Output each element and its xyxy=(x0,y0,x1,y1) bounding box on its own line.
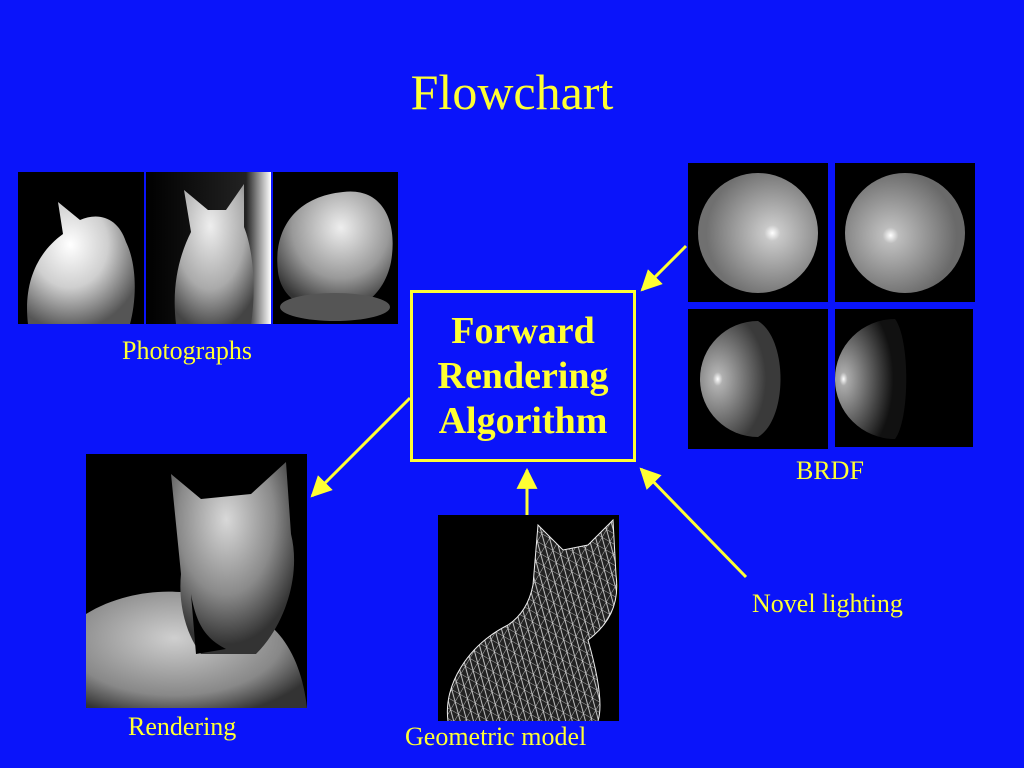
arrow-algorithm-to-rendering xyxy=(310,396,412,498)
geometric-model-image xyxy=(438,515,619,721)
brdf-sphere-4 xyxy=(835,309,973,447)
slide-title: Flowchart xyxy=(410,64,614,120)
brdf-sphere-2 xyxy=(835,163,975,302)
algo-line-3: Algorithm xyxy=(438,399,608,442)
cat-photo-2 xyxy=(146,172,271,324)
cat-photo-3 xyxy=(273,172,398,324)
brdf-sphere-3 xyxy=(688,309,828,449)
forward-rendering-algorithm-box: Forward Rendering Algorithm xyxy=(410,290,636,462)
arrow-brdf-to-algorithm xyxy=(640,244,688,292)
algo-line-1: Forward xyxy=(451,309,595,352)
photographs-label: Photographs xyxy=(122,336,252,365)
geometric-model-label: Geometric model xyxy=(405,722,587,751)
algo-line-2: Rendering xyxy=(437,354,609,397)
cat-photo-1 xyxy=(18,172,144,324)
rendering-image xyxy=(86,454,307,708)
novel-lighting-label: Novel lighting xyxy=(752,589,903,618)
brdf-label: BRDF xyxy=(796,456,864,485)
rendering-label: Rendering xyxy=(128,712,237,741)
arrow-lighting-to-algorithm xyxy=(639,467,748,579)
brdf-sphere-1 xyxy=(688,163,828,302)
